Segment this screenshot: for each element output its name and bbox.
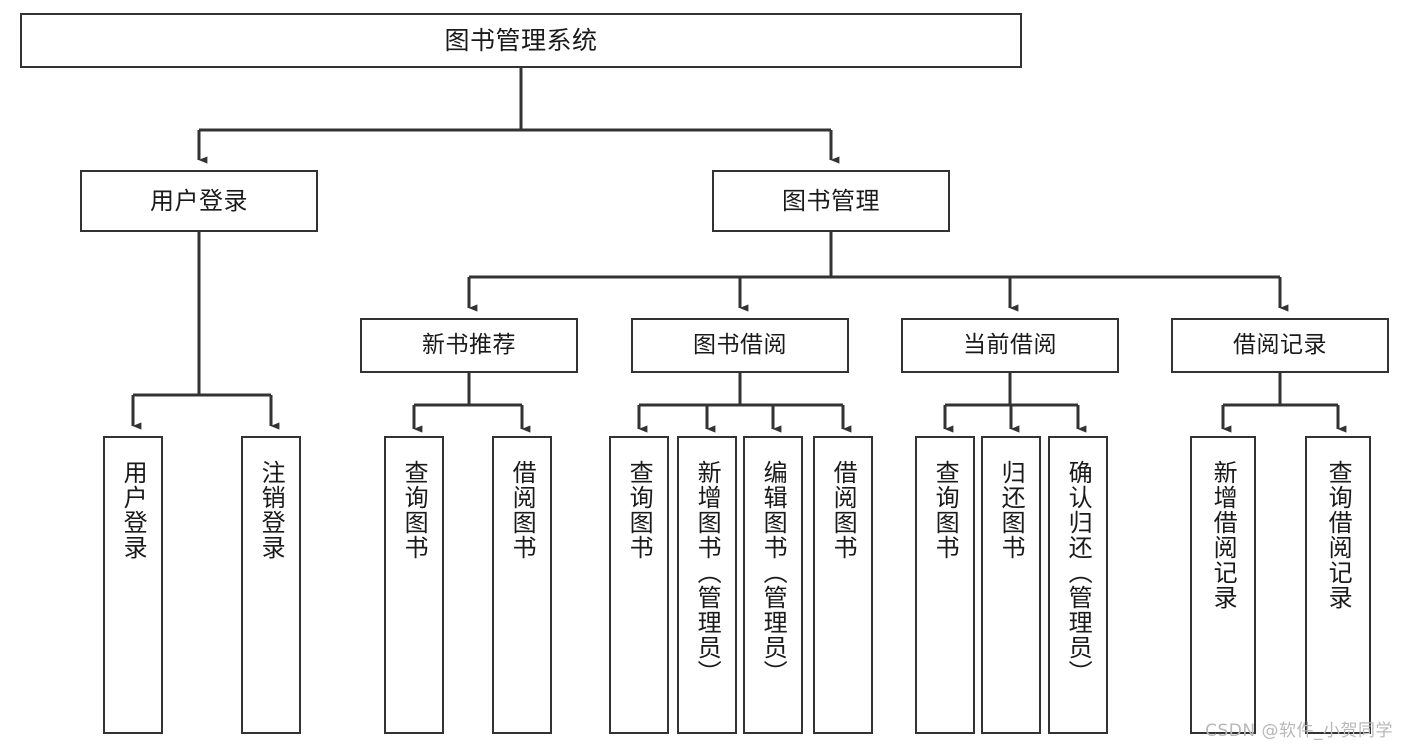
node-root-book-management-system[interactable]: 图书管理系统 [20, 13, 1022, 68]
csdn-watermark: CSDN @软件_小贺同学 [1205, 721, 1393, 741]
node-leaf-return-book[interactable]: 归还图书 [981, 436, 1041, 734]
node-book-borrow[interactable]: 图书借阅 [631, 318, 849, 373]
node-label: 用户登录 [150, 186, 248, 215]
node-leaf-login[interactable]: 用户登录 [103, 436, 163, 734]
node-label: 查询图书 [931, 460, 960, 560]
node-label: 新增图书（管理员） [693, 460, 722, 685]
node-leaf-query-book-3[interactable]: 查询图书 [915, 436, 975, 734]
node-borrow-record[interactable]: 借阅记录 [1171, 318, 1389, 373]
node-label: 图书管理系统 [444, 25, 598, 55]
node-leaf-borrow-book-2[interactable]: 借阅图书 [813, 436, 873, 734]
node-label: 图书借阅 [693, 331, 787, 358]
node-label: 查询图书 [625, 460, 654, 560]
node-label: 查询借阅记录 [1324, 460, 1353, 610]
node-label: 借阅图书 [829, 460, 858, 560]
node-leaf-add-book[interactable]: 新增图书（管理员） [677, 436, 737, 734]
node-new-book-recommend[interactable]: 新书推荐 [360, 318, 578, 373]
node-label: 当前借阅 [963, 331, 1057, 358]
node-leaf-borrow-book-1[interactable]: 借阅图书 [492, 436, 552, 734]
node-current-borrow[interactable]: 当前借阅 [901, 318, 1119, 373]
node-label: 图书管理 [782, 186, 880, 215]
node-user-login[interactable]: 用户登录 [80, 170, 318, 232]
node-label: 新增借阅记录 [1209, 460, 1238, 610]
node-label: 新书推荐 [422, 331, 516, 358]
node-label: 用户登录 [119, 460, 148, 560]
node-leaf-logout[interactable]: 注销登录 [241, 436, 301, 734]
node-leaf-query-book-2[interactable]: 查询图书 [609, 436, 669, 734]
node-label: 借阅图书 [508, 460, 537, 560]
node-label: 编辑图书（管理员） [759, 460, 788, 685]
node-label: 借阅记录 [1233, 331, 1327, 358]
node-label: 确认归还（管理员） [1064, 460, 1093, 685]
node-leaf-add-record[interactable]: 新增借阅记录 [1190, 436, 1256, 734]
node-label: 查询图书 [400, 460, 429, 560]
node-leaf-confirm-return[interactable]: 确认归还（管理员） [1048, 436, 1108, 734]
node-leaf-query-book-1[interactable]: 查询图书 [384, 436, 444, 734]
node-leaf-edit-book[interactable]: 编辑图书（管理员） [743, 436, 803, 734]
node-leaf-query-record[interactable]: 查询借阅记录 [1305, 436, 1371, 734]
node-book-management[interactable]: 图书管理 [712, 170, 950, 232]
node-label: 归还图书 [997, 460, 1026, 560]
node-label: 注销登录 [257, 460, 286, 560]
